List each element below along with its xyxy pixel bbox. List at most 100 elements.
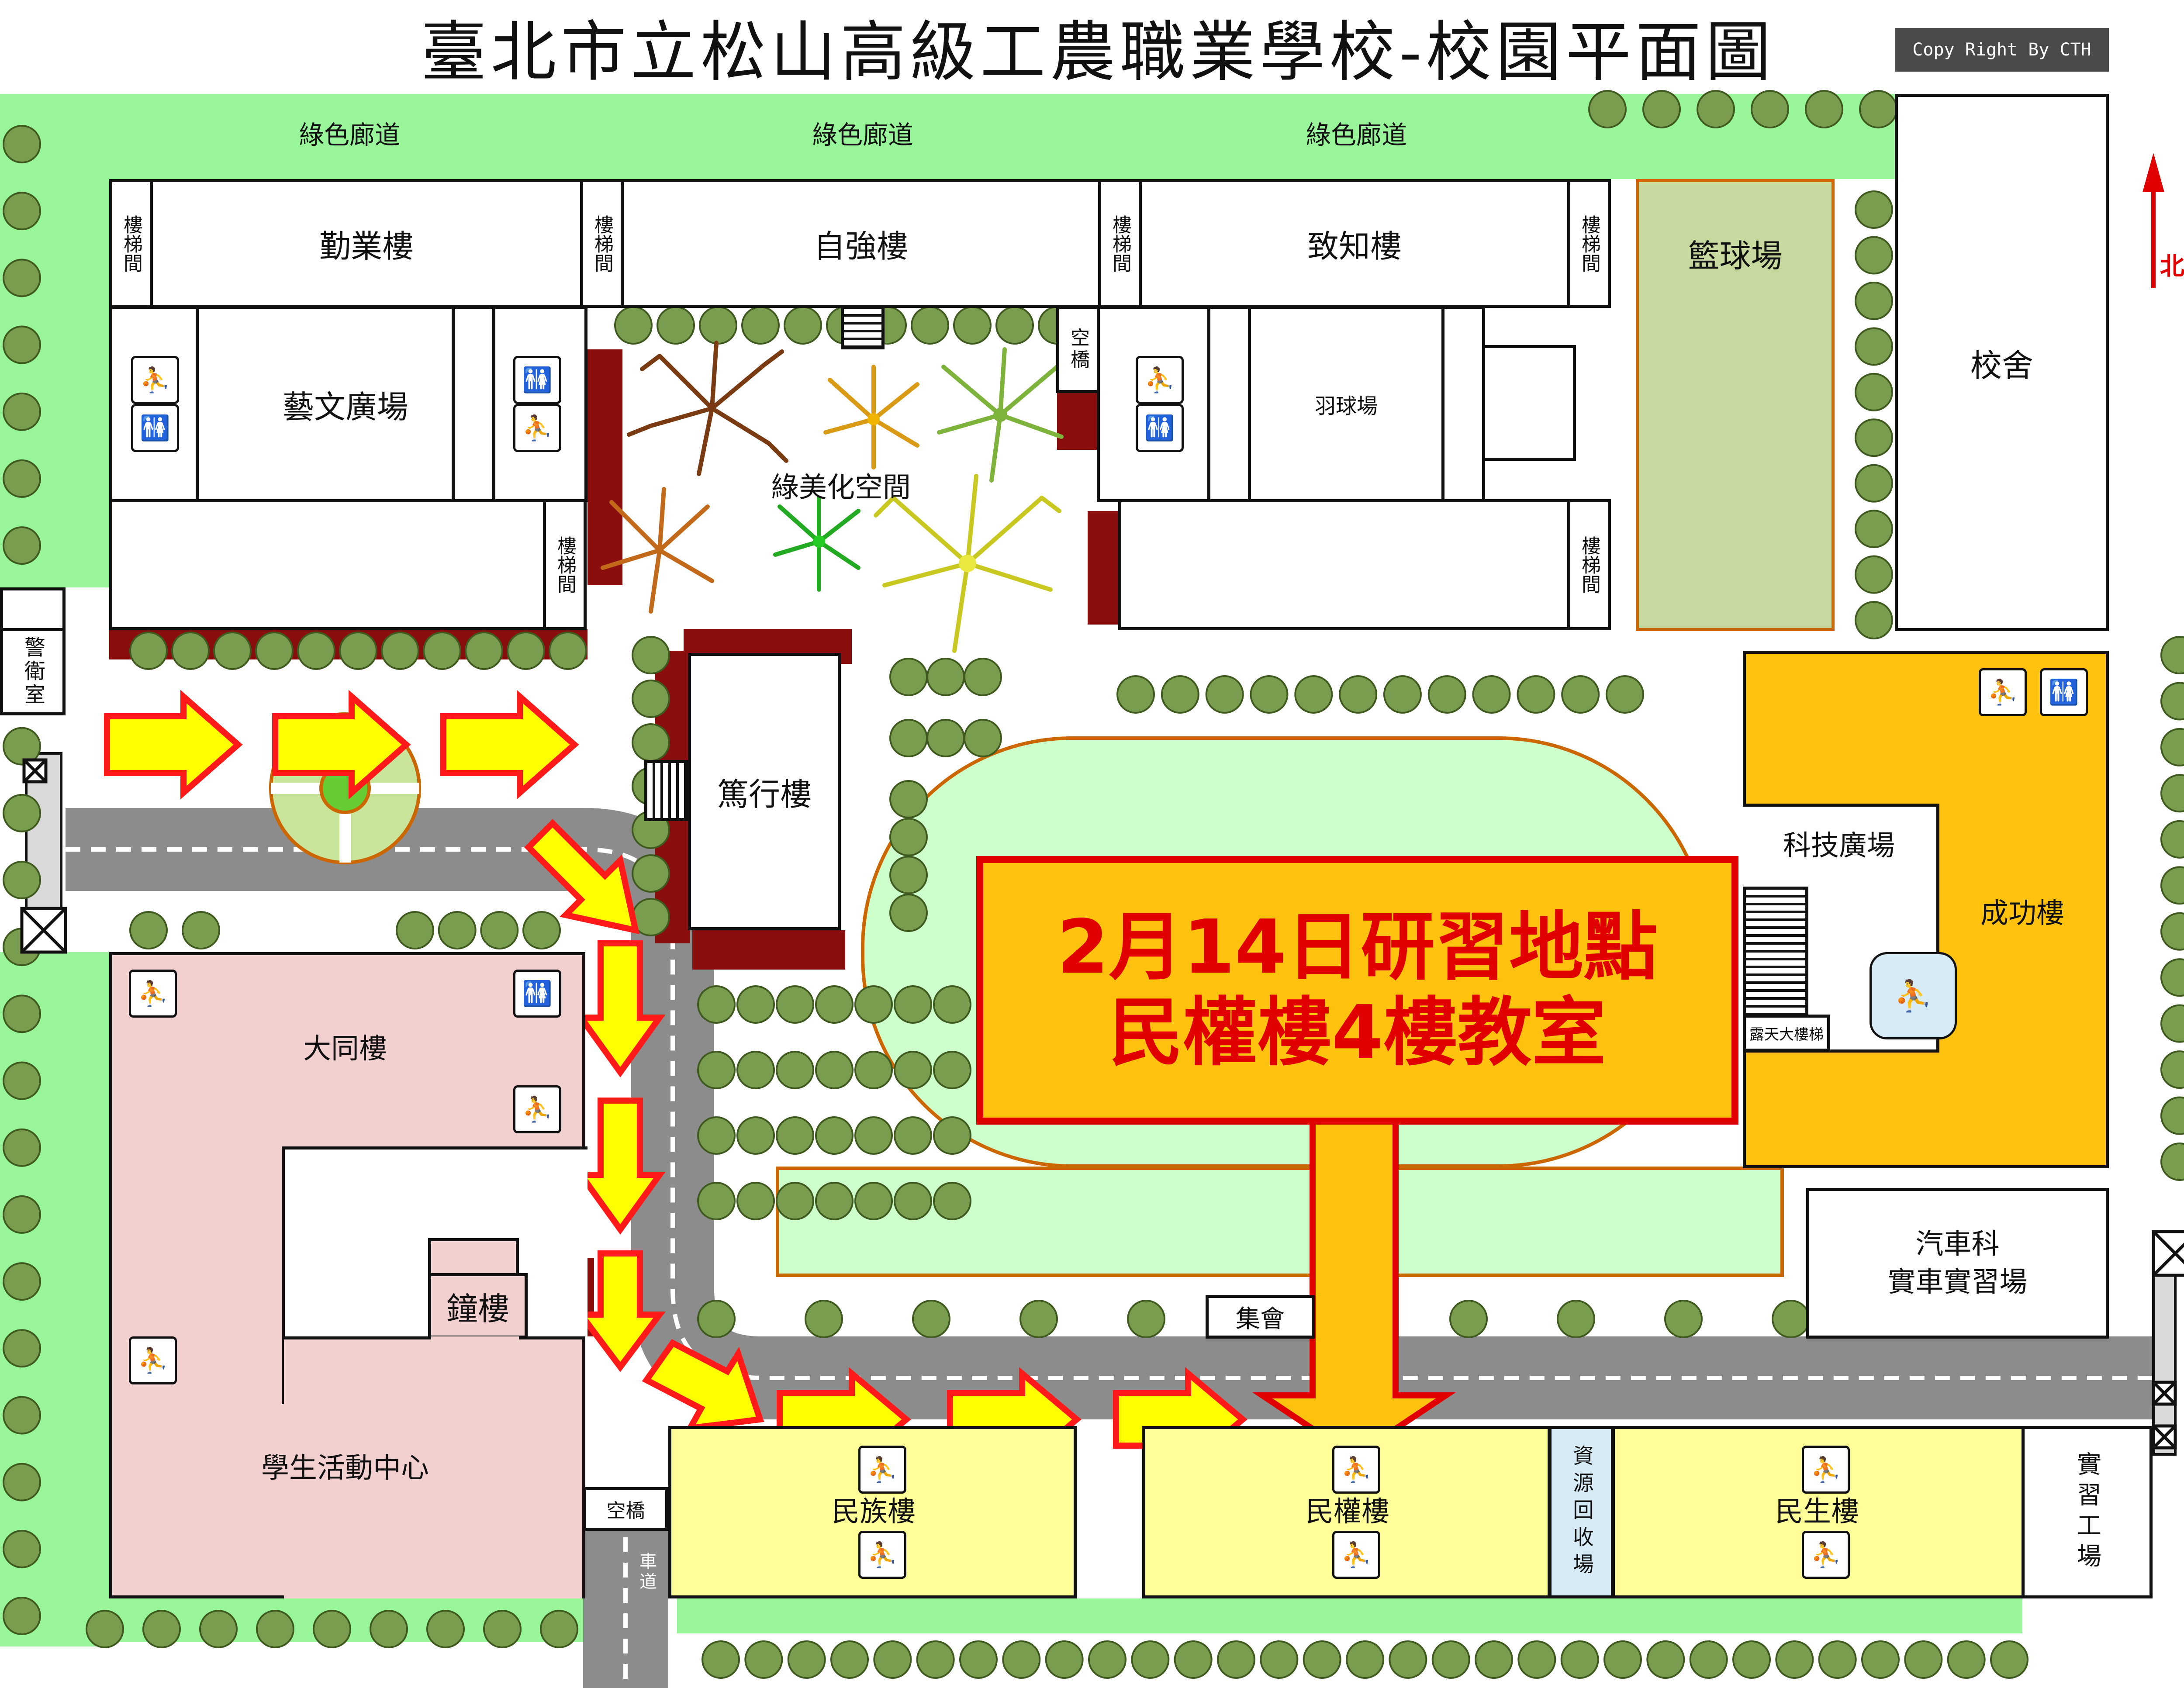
tree <box>129 632 168 670</box>
building-dorm[interactable]: 校舍 <box>1895 94 2109 631</box>
tree <box>255 632 294 670</box>
tree <box>396 911 434 949</box>
tree <box>1339 675 1378 714</box>
building-minquan-label: 民權樓 <box>1306 1496 1389 1528</box>
tree <box>1855 418 1893 457</box>
tree <box>854 1182 893 1220</box>
restroom-icon: 🚻 <box>1136 404 1184 452</box>
tree <box>787 1640 826 1679</box>
tree <box>3 1128 41 1167</box>
bell-tower[interactable]: 鐘樓 <box>428 1273 528 1339</box>
tree <box>933 1116 971 1155</box>
assembly-area[interactable]: 集會 <box>1206 1295 1315 1339</box>
tree <box>3 1529 41 1568</box>
road-centerline <box>66 847 2153 1380</box>
tree <box>1689 1640 1728 1679</box>
tree <box>1294 675 1333 714</box>
tree <box>297 632 335 670</box>
tree <box>3 192 41 231</box>
tree <box>964 719 1002 757</box>
building-duxing[interactable]: 篤行樓 <box>688 653 841 930</box>
guard-house-label: 警衛室 <box>21 636 45 707</box>
route-arrow <box>440 690 579 800</box>
tree <box>1127 1300 1165 1338</box>
tree <box>926 658 965 696</box>
tree <box>1772 1300 1810 1338</box>
building-duxing-label: 篤行樓 <box>717 776 812 813</box>
tree <box>1217 1640 1255 1679</box>
tree <box>1646 1640 1685 1679</box>
tree <box>1947 1640 1986 1679</box>
venue-callout-location: 民權樓4樓教室 <box>1109 989 1606 1076</box>
tree <box>1427 675 1466 714</box>
tree <box>776 1116 814 1155</box>
tree <box>2160 774 2184 813</box>
tree <box>776 1182 814 1220</box>
recycling-area[interactable]: 資源回收場 <box>1548 1426 1614 1598</box>
tree <box>2160 958 2184 997</box>
tree <box>815 1051 854 1089</box>
arts-plaza[interactable]: 藝文廣場 <box>236 306 455 502</box>
building-qinye[interactable]: 勤業樓 <box>150 179 583 308</box>
stairs-icon: ⛹ <box>1802 1531 1850 1579</box>
building-zhizhi[interactable]: 致知樓 <box>1139 179 1570 308</box>
tree <box>1642 90 1681 128</box>
stairs-icon: ⛹ <box>131 356 179 404</box>
tree <box>2160 636 2184 674</box>
stairwell: 樓梯間 <box>543 499 587 630</box>
tree <box>3 1195 41 1234</box>
tree <box>1904 1640 1943 1679</box>
tree <box>889 780 928 818</box>
workshop[interactable]: 實習工場 <box>2022 1426 2153 1598</box>
tree <box>1697 90 1735 128</box>
tree <box>894 1116 932 1155</box>
tree <box>3 459 41 498</box>
restroom-icon: 🚻 <box>513 970 561 1018</box>
tree <box>854 1116 893 1155</box>
assembly-area-label: 集會 <box>1236 1305 1285 1333</box>
tree <box>2160 912 2184 951</box>
tree <box>3 861 41 899</box>
tree <box>3 1597 41 1635</box>
building-chenggong-label: 成功樓 <box>1980 898 2064 930</box>
tree <box>1855 555 1893 594</box>
tree <box>657 306 695 345</box>
tree <box>313 1610 351 1648</box>
tree <box>199 1610 238 1648</box>
auto-lab[interactable]: 汽車科 實車實習場 <box>1806 1188 2109 1339</box>
stairwell: 樓梯間 <box>1567 499 1611 630</box>
stairwell: 樓梯間 <box>1567 179 1611 308</box>
stairwell: 樓梯間 <box>109 179 153 308</box>
stairs-icon: ⛹ <box>1802 1446 1850 1494</box>
building-datong-label: 大同樓 <box>303 1033 387 1065</box>
tree <box>1603 1640 1642 1679</box>
tree <box>182 911 220 949</box>
tree <box>3 259 41 297</box>
tree <box>3 1396 41 1435</box>
arts-plaza-label: 藝文廣場 <box>282 388 408 425</box>
tree <box>370 1610 408 1648</box>
auto-lab-label-1: 汽車科 <box>1915 1228 2000 1261</box>
tree <box>736 1116 775 1155</box>
building-ziqiang[interactable]: 自強樓 <box>621 179 1101 308</box>
map-title: 臺北市立松山高級工農職業學校-校園平面圖 <box>421 14 1776 90</box>
tree <box>697 1051 736 1089</box>
corridor-label: 綠色廊道 <box>1305 120 1407 150</box>
tree <box>3 994 41 1033</box>
skybridge-south-label: 空橋 <box>606 1500 645 1522</box>
tree <box>815 1182 854 1220</box>
tree <box>916 1640 955 1679</box>
bell-tower-label: 鐘樓 <box>446 1290 509 1327</box>
tree <box>1472 675 1511 714</box>
tree <box>1775 1640 1814 1679</box>
skybridge-north: 空橋 <box>1056 306 1100 393</box>
tree <box>873 1640 912 1679</box>
guard-house[interactable]: 警衛室 <box>0 628 66 715</box>
tree <box>549 632 587 670</box>
tree <box>933 1051 971 1089</box>
tree <box>3 526 41 565</box>
stairs-icon: ⛹ <box>129 1336 177 1384</box>
skybridge-south: 空橋 <box>583 1487 668 1531</box>
basketball-court[interactable]: 籃球場 <box>1636 179 1835 631</box>
badminton-court[interactable]: 羽球場 <box>1248 306 1444 502</box>
